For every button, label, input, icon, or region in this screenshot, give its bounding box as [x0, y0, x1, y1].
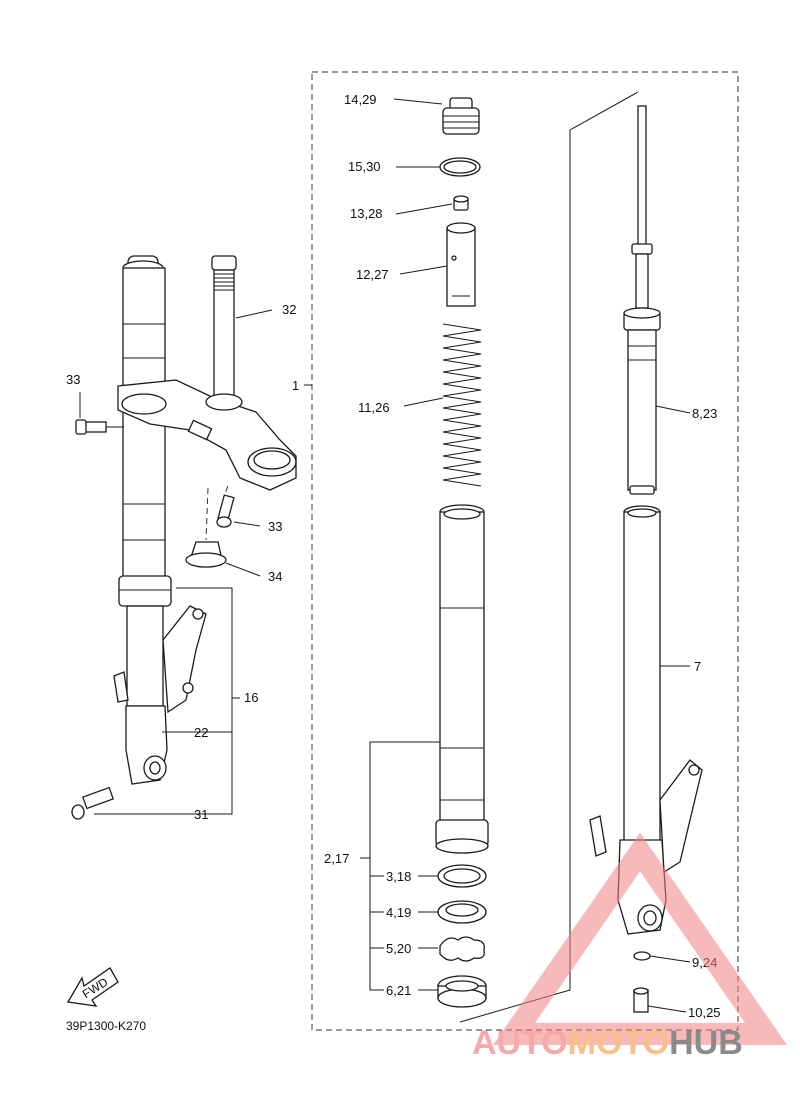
label-2-17: 2,17	[324, 851, 349, 866]
label-33-lower: 33	[268, 519, 282, 534]
internal-parts	[435, 97, 489, 1008]
label-16: 16	[244, 690, 258, 705]
fwd-arrow: FWD	[66, 967, 119, 1007]
label-1: 1	[292, 378, 299, 393]
watermark-text: AUTOMOTOHUB	[472, 1024, 743, 1062]
label-34: 34	[268, 569, 282, 584]
label-8-23: 8,23	[692, 406, 717, 421]
label-7: 7	[694, 659, 701, 674]
label-15-30: 15,30	[348, 159, 381, 174]
label-5-20: 5,20	[386, 941, 411, 956]
label-12-27: 12,27	[356, 267, 389, 282]
label-3-18: 3,18	[386, 869, 411, 884]
assembly-box	[311, 71, 739, 1031]
leader-lines	[79, 91, 691, 1023]
label-33-upper: 33	[66, 372, 80, 387]
assembled-fork	[71, 255, 297, 820]
inner-tube-assembly	[589, 105, 703, 1013]
label-4-19: 4,19	[386, 905, 411, 920]
watermark	[493, 832, 787, 1045]
label-10-25: 10,25	[688, 1005, 721, 1020]
label-11-26: 11,26	[358, 400, 390, 415]
label-22: 22	[194, 725, 208, 740]
label-32: 32	[282, 302, 296, 317]
label-31: 31	[194, 807, 208, 822]
diagram-code: 39P1300-K270	[66, 1019, 146, 1033]
label-13-28: 13,28	[350, 206, 383, 221]
label-6-21: 6,21	[386, 983, 411, 998]
watermark-triangle	[493, 832, 787, 1045]
label-14-29: 14,29	[344, 92, 377, 107]
